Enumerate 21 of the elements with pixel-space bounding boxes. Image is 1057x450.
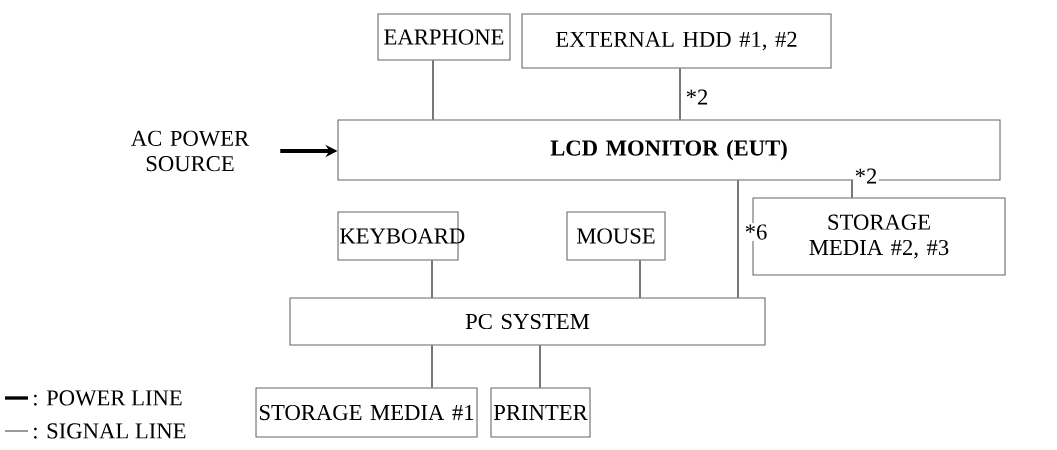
signal-line: [431, 345, 433, 388]
device-box: EARPHONE: [377, 13, 511, 61]
signal-line: [737, 180, 739, 298]
device-box: PC SYSTEM: [289, 297, 766, 346]
edge-label: *6: [743, 223, 769, 241]
edge-label: *2: [853, 167, 879, 185]
signal-line: [851, 180, 853, 198]
signal-line: [432, 60, 434, 120]
device-box: PRINTER: [490, 387, 591, 438]
signal-line: [679, 68, 681, 120]
signal-line: [431, 260, 433, 298]
signal-line: [639, 260, 641, 298]
signal-line: [539, 345, 541, 388]
device-box: KEYBOARD: [337, 211, 465, 261]
source-label: AC POWER SOURCE: [131, 130, 250, 172]
device-box: STORAGE MEDIA #1: [255, 387, 478, 438]
legend-entry: : POWER LINE: [5, 390, 182, 406]
edge-label: *2: [684, 88, 710, 106]
legend-entry: : SIGNAL LINE: [4, 423, 186, 439]
device-box: MOUSE: [566, 211, 666, 261]
device-box: EXTERNAL HDD #1, #2: [521, 13, 832, 69]
